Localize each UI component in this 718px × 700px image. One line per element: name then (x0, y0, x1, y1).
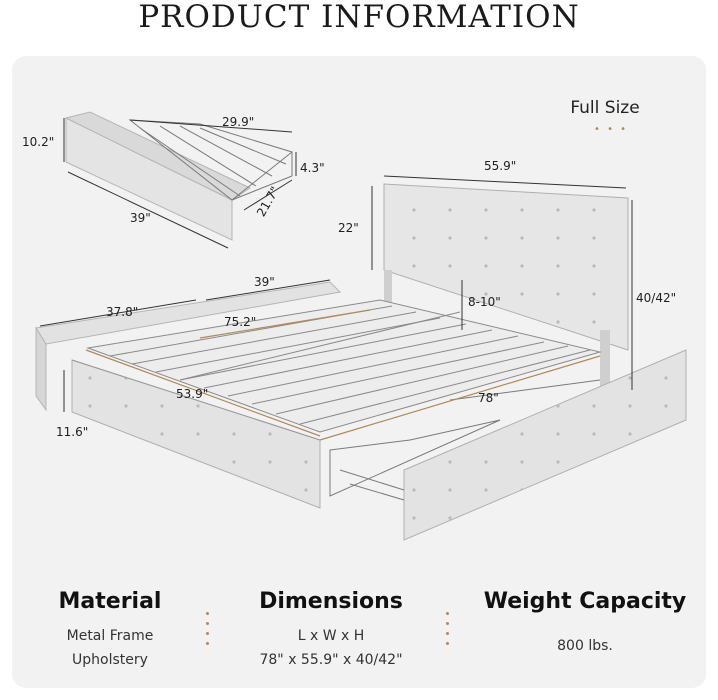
spec-dimensions: Dimensions L x W x H 78" x 55.9" x 40/42… (226, 588, 436, 672)
label-side-rail-length: 39" (254, 275, 275, 289)
dimension-lines (39, 118, 633, 412)
label-frame-height: 11.6" (56, 425, 88, 439)
size-dots: • • • (594, 124, 629, 135)
rear-side-rail (35, 281, 342, 412)
footboard-drawer (329, 349, 687, 541)
label-inner-width: 53.9" (176, 387, 208, 401)
divider-dots-1 (206, 612, 212, 652)
label-drawer-length: 39" (130, 211, 151, 225)
label-headboard-height: 22" (338, 221, 359, 235)
label-headboard-width: 55.9" (484, 159, 516, 173)
spec-material-line-2: Upholstery (72, 652, 148, 668)
dimension-labels: 29.9" 10.2" 4.3" 21.7" 39" 55.9" 22" 8-1… (22, 115, 676, 439)
spec-material: Material Metal Frame Upholstery (20, 588, 200, 672)
spec-material-title: Material (58, 589, 162, 614)
drawer-illustration (64, 111, 294, 241)
spec-weight-capacity: Weight Capacity 800 lbs. (470, 588, 700, 658)
spec-dimensions-line-2: 78" x 55.9" x 40/42" (259, 652, 403, 668)
spec-dimensions-line-1: L x W x H (297, 628, 365, 644)
spec-material-line-1: Metal Frame (66, 628, 154, 644)
label-inner-length: 75.2" (224, 315, 256, 329)
divider-dots-2 (446, 612, 452, 652)
headboard (383, 183, 629, 390)
label-drawer-height: 10.2" (22, 135, 54, 149)
label-drawer-width: 29.9" (222, 115, 254, 129)
page-title: PRODUCT INFORMATION (138, 0, 580, 35)
size-label: Full Size (570, 98, 640, 118)
label-drawer-basket-height: 4.3" (300, 161, 325, 175)
bed-dimension-drawing: 29.9" 10.2" 4.3" 21.7" 39" 55.9" 22" 8-1… (22, 111, 687, 541)
label-side-rail-rear: 37.8" (106, 305, 138, 319)
spec-weight-title: Weight Capacity (483, 589, 687, 614)
label-headboard-gap: 8-10" (468, 295, 501, 309)
label-outer-length: 78" (478, 391, 499, 405)
spec-dimensions-title: Dimensions (259, 589, 403, 614)
inner-dimension-lines (85, 309, 601, 441)
front-side-rail (71, 359, 321, 509)
label-total-height: 40/42" (636, 291, 676, 305)
spec-weight-line-1: 800 lbs. (557, 638, 613, 654)
